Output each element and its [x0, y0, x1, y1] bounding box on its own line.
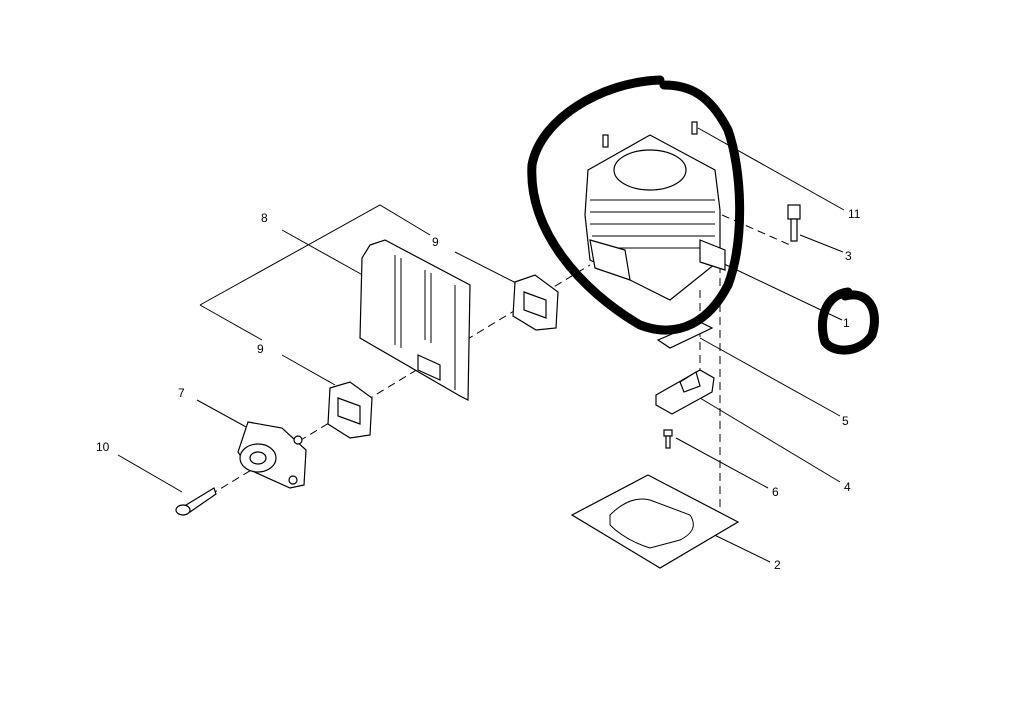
- part-9-gasket-upper: [512, 274, 559, 331]
- highlight-circle-cylinder: [527, 75, 745, 335]
- label-part-5: 5: [842, 414, 849, 428]
- label-part-9-upper: 9: [432, 235, 439, 249]
- label-part-10: 10: [96, 440, 110, 454]
- label-part-8: 8: [261, 211, 268, 225]
- part-8-heat-shield: [359, 239, 471, 401]
- part-9-gasket-lower: [327, 381, 373, 439]
- label-part-2: 2: [774, 558, 781, 572]
- part-6-screw: [663, 429, 673, 449]
- part-1-cylinder: [584, 121, 726, 301]
- part-7-intake-flange: [237, 421, 307, 489]
- part-10-screw: [175, 487, 217, 516]
- label-part-6: 6: [772, 485, 779, 499]
- label-part-11: 11: [848, 207, 861, 221]
- label-part-3: 3: [845, 249, 852, 263]
- part-2-base-gasket: [570, 474, 740, 569]
- label-part-7: 7: [178, 386, 185, 400]
- label-part-9-lower: 9: [257, 342, 264, 356]
- part-4-block: [655, 369, 715, 415]
- highlight-circle-label-1: [817, 287, 879, 355]
- label-part-4: 4: [844, 480, 851, 494]
- part-3-screw: [787, 204, 801, 242]
- label-part-1: 1: [843, 316, 850, 330]
